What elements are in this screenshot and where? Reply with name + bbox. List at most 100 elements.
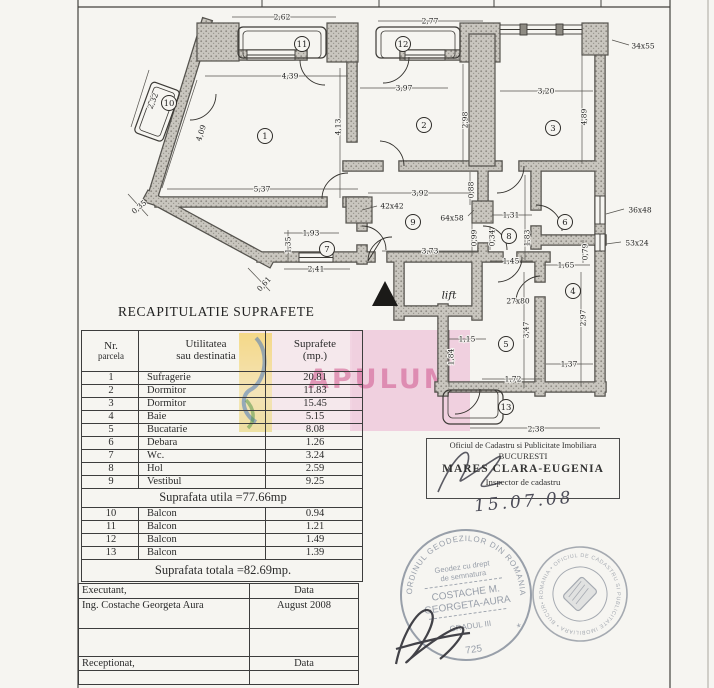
plan-dimension-label: 0,61 [255,275,273,293]
plan-dimension-label: 1,93 [303,229,320,238]
pillar-64x58 [471,200,494,224]
room-number-label: 9 [410,218,415,228]
plan-dimension-label: 1,84 [447,348,456,365]
room-number-circle [405,214,421,230]
plan-dimension-label: 3,73 [422,247,439,256]
suprafata-utila-row: Suprafata utila =77.66mp [81,488,363,508]
plan-dimension-label: 2,38 [528,425,545,434]
room-number-label: 12 [398,40,409,50]
plan-dimension-label: 2,77 [422,17,439,26]
svg-text:725: 725 [465,643,483,656]
room-number-label: 6 [562,218,567,228]
pillar-42x42 [345,196,373,224]
plan-dimension-label: 2,41 [308,265,325,274]
table-row [78,627,359,657]
room-number-circle [557,214,573,230]
plan-dimension-label: 42x42 [380,202,404,211]
room-number-circle [319,241,335,257]
recap-title: RECAPITULATIE SUPRAFETE [118,304,315,319]
plan-dimension-label: 1,65 [558,261,575,270]
room-number-label: 8 [506,232,511,242]
svg-text:GRADUL III: GRADUL III [449,619,492,634]
executant-table: Executant,Data Ing. Costache Georgeta Au… [78,583,359,686]
stamp-star-icon: * [516,622,523,635]
room-number-label: 11 [297,40,308,50]
suprafata-totala-row: Suprafata totala =82.69mp. [81,559,363,582]
room-number-label: 13 [501,403,512,413]
room-number-label: 5 [503,340,508,350]
plan-dimension-label: 1,35 [284,236,293,253]
room-number-label: 10 [164,99,175,109]
room-number-label: 2 [421,121,426,131]
balcony-10 [134,81,180,142]
table-row: Receptionat,Data [78,655,359,672]
header-utilitatea: Utilitatea [185,338,227,351]
balcony-parapets [134,26,504,425]
watermark-pink-block [350,330,470,431]
round-stamp-geodez: ORDINUL GEODEZILOR DIN ROMANIA Geodez cu… [398,526,532,661]
room-number-circle [565,283,581,299]
plan-dimension-label: 0,79 [581,243,590,260]
room-number-circle [501,228,517,244]
cadastru-office-stamp-box: Oficiul de Cadastru si Publicitate Imobi… [426,438,620,499]
plan-windows [246,23,606,263]
table-row: Executant,Data [78,583,359,599]
plan-dimension-label: 5,37 [254,185,271,194]
plan-dimension-label: 1,72 [505,375,522,384]
office-name: Oficiul de Cadastru si Publicitate Imobi… [449,441,597,450]
signature-scribbles [394,451,503,665]
room-number-circle [294,36,310,52]
room-number-label: 4 [570,287,575,297]
plan-dimension-label: 34x55 [631,42,655,51]
plan-dimension-label: 3,47 [522,321,531,338]
plan-dimension-label: 4,13 [334,118,343,135]
plan-dimension-label: 3,97 [396,84,413,93]
plan-dimension-label: 0,34 [488,229,497,246]
page-frame [77,0,709,688]
plan-dimension-label: 2,62 [274,13,291,22]
plan-dimension-label: 27x80 [506,297,530,306]
stamp-emblem-icon [563,576,597,612]
plan-dimension-label: 4,09 [194,123,208,142]
room-number-label: 3 [550,124,555,134]
header-suprafete: Suprafete [293,338,337,351]
plan-dimension-label: 1,37 [561,360,578,369]
plan-dimension-label: 4,39 [282,72,299,81]
room-number-circle [545,120,561,136]
inspector-name: MARES CLARA-EUGENIA [442,463,604,476]
plan-dimension-label: 64x58 [440,214,464,223]
room-number-circle [257,128,273,144]
plan-dimension-label: 0,99 [470,229,479,246]
room-number-circle [161,95,177,111]
plan-dimension-label: 1,15 [459,335,476,344]
room-number-circle [395,36,411,52]
room-number-circle [498,399,514,415]
lift-label: lift [442,290,458,302]
plan-dimension-label: 1,83 [523,229,532,246]
plan-dimension-label: 1,31 [503,211,520,220]
plan-walls [142,16,609,397]
north-arrow-icon [372,281,398,306]
plan-dimension-label: 4,89 [580,108,589,125]
header-nr: Nr. [104,339,118,352]
plan-dimension-label: 36x48 [628,206,652,215]
room-number-label: 7 [324,245,329,255]
plan-dimension-label: 1,45 [503,257,520,266]
room-number-circle [498,336,514,352]
